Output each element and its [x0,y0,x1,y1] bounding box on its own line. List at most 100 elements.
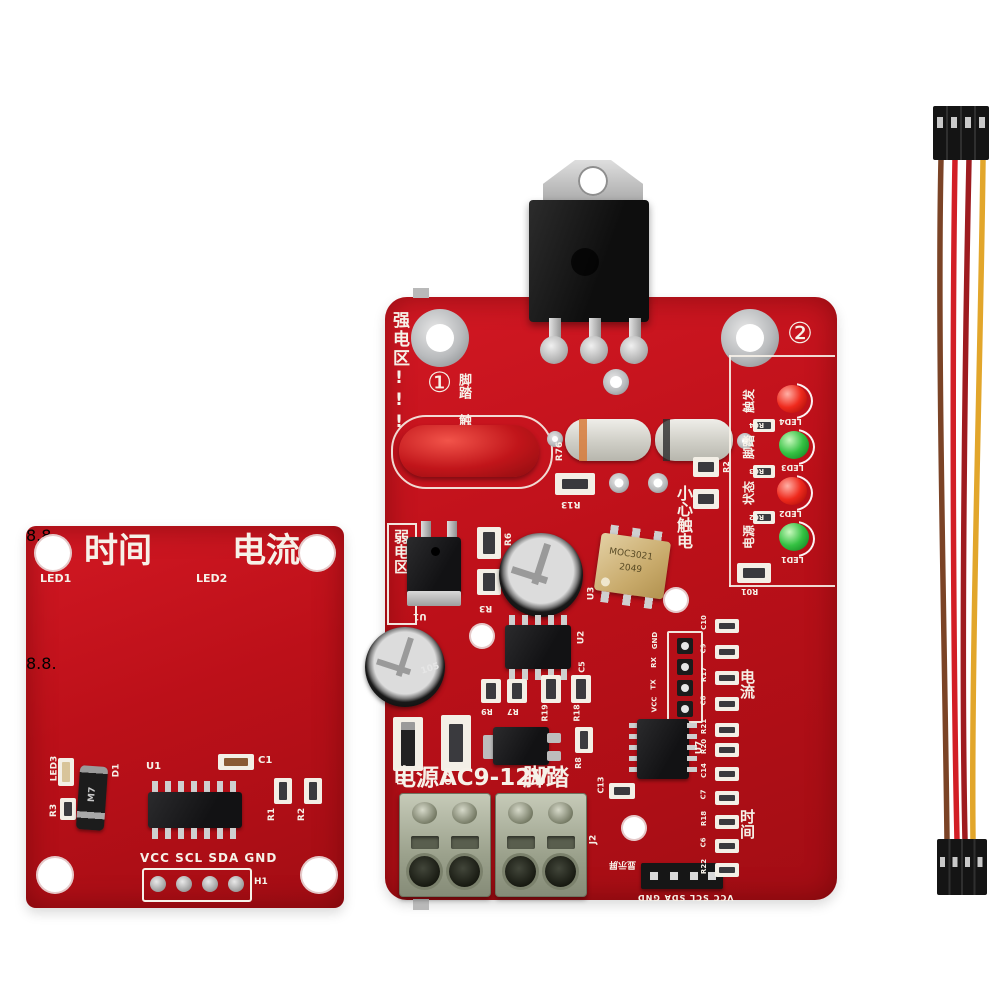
ic-u1-soic16 [148,792,242,828]
red-capsule-component [399,425,539,477]
label-j5-vcc: VCC [650,696,659,713]
smd-r9 [481,679,501,703]
smd-r13 [555,473,595,495]
label-r02: R02 [749,513,765,521]
ceramic-resistor [655,419,733,461]
label-r20: R20 [700,738,709,755]
washer [0,26,27,51]
programming-header-h1 [142,868,252,902]
ceramic-resistor-r76 [565,419,651,461]
to220-tab [407,591,461,606]
display-header-socket [641,863,723,889]
washer [0,0,28,26]
smd-r21 [715,723,739,737]
wire-red [950,156,960,843]
label-c5: C5 [577,661,587,673]
transistor-u1-to220 [407,537,461,595]
smd-c10 [715,619,739,633]
electrolytic-capacitor-c3 [365,627,445,707]
moc3021-marking-line1: MOC3021 [608,546,654,563]
label-r01: R01 [741,587,759,596]
wire-brown [937,156,950,843]
smd-r22 [715,863,739,877]
mounting-hole [411,309,469,367]
solder-joint [540,336,568,364]
label-led3: LED3 [781,463,804,472]
connector-top [933,106,989,160]
smd-r6 [477,527,501,559]
label-pot-current: 电流 [738,669,756,699]
smd [477,569,501,595]
label-led2: LED2 [196,572,228,585]
label-r22: R22 [700,858,709,875]
label-r7: R7 [507,707,519,716]
wire-maroon [960,156,972,843]
ic-pins [687,723,697,775]
seven-segment-display-current: 8.8. [26,654,156,782]
smd-r17 [715,671,739,685]
smd-r2 [304,778,322,804]
smd-r19 [541,675,561,703]
smd-r03 [753,465,775,478]
label-u2: U2 [576,630,587,645]
label-r1: R1 [267,807,278,822]
label-r03: R03 [749,467,765,475]
optocoupler-u3: MOC3021 2049 [593,524,672,610]
smd-c13 [609,783,635,799]
ic-u2-soic14 [505,625,571,669]
potentiometer-time [385,288,451,910]
terminal-block-foot-switch [495,793,587,897]
label-d1: D1 [111,763,122,778]
label-led4: LED4 [779,417,802,426]
lead [483,735,495,759]
led2-red [777,477,807,505]
smd-led3 [58,758,74,786]
label-weak-zone: 弱电区 [392,529,410,574]
mounting-hole [34,534,72,572]
label-num1: ① [427,366,453,399]
terminal-block-power [399,793,491,897]
label-r18b: R18 [700,810,709,827]
label-r3: R3 [49,803,60,818]
label-r17: R17 [700,666,709,683]
ic-pins [152,828,240,839]
smd-c1 [218,754,254,770]
label-display-header-pins: VCC SCL SDA GND [637,893,734,902]
smd-c8 [715,697,739,711]
label-j5-gnd: GND [651,631,660,650]
label-r9: R9 [481,707,493,716]
label-r21: R21 [700,718,709,735]
label-c1: C1 [258,755,273,766]
solder-joint [737,433,753,449]
label-c9: C9 [699,643,708,654]
ic-regulator [493,727,549,765]
led-function-label: 触发 [742,388,757,414]
smd-c7 [715,791,739,805]
label-c7: C7 [699,789,708,800]
silk-line [729,585,835,587]
ic-pins [509,669,569,680]
label-h1: H1 [254,877,268,887]
label-led2: LED2 [779,509,802,518]
ic-u7 [637,719,689,779]
label-foot-trigger: 脚踏 触发 [456,373,471,440]
label-c14: C14 [699,763,708,778]
solder-joint [580,336,608,364]
mounting-hole [36,856,74,894]
mounting-hole-small [663,587,689,613]
ic-pins [509,615,569,626]
smd-r20 [715,743,739,757]
label-j5-tx: TX [649,679,658,690]
label-time: 时间 [84,531,152,571]
smd-q2 [441,715,471,771]
label-r13: R13 [561,499,581,509]
label-led1: LED1 [781,555,804,564]
mounting-hole-small [621,815,647,841]
silk-line [729,355,731,587]
label-power-input: 电源AC9-12V [393,765,550,791]
solder-joint [620,336,648,364]
tab-hole [578,166,608,196]
smd-r02 [753,511,775,524]
mounting-hole [300,856,338,894]
